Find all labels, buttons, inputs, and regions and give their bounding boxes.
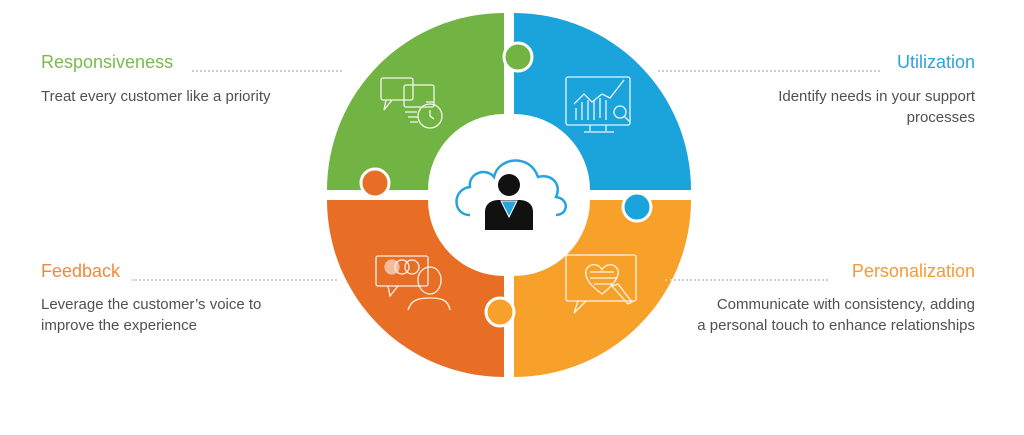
desc-line: Leverage the customer’s voice to	[41, 296, 262, 313]
desc-utilization: Identify needs in your support processes	[778, 86, 975, 128]
desc-line: Identify needs in your support	[778, 88, 975, 105]
desc-responsiveness: Treat every customer like a priority	[41, 86, 271, 107]
title-utilization: Utilization	[896, 52, 975, 72]
chat-stopwatch-icon	[380, 77, 443, 129]
desc-line: processes	[906, 109, 975, 126]
cloud-user-icon	[455, 159, 567, 230]
title-responsiveness: Responsiveness	[41, 52, 174, 72]
puzzle-knob	[484, 296, 516, 328]
desc-feedback: Leverage the customer’s voice to improve …	[41, 294, 261, 336]
divider-dots	[658, 70, 880, 72]
title-personalization: Personalization	[851, 261, 975, 281]
puzzle-piece-personalization	[514, 200, 691, 377]
rating-feedback-icon	[375, 255, 451, 311]
desc-line: improve the experience	[41, 317, 197, 334]
desc-line: Communicate with consistency, adding	[716, 296, 975, 313]
desc-personalization: Communicate with consistency, adding a pe…	[697, 294, 975, 336]
divider-dots	[665, 279, 828, 281]
puzzle-knob	[359, 167, 391, 199]
desc-line: a personal touch to enhance relationship…	[697, 317, 975, 334]
puzzle-knob	[621, 191, 653, 223]
puzzle-piece-responsiveness	[327, 13, 504, 190]
puzzle-piece-utilization	[514, 13, 691, 190]
title-feedback: Feedback	[41, 261, 121, 281]
desc-line: Treat every customer like a priority	[41, 88, 271, 105]
divider-dots	[132, 279, 337, 281]
puzzle-knob	[502, 41, 534, 73]
heart-message-pencil-icon	[565, 254, 637, 314]
monitor-chart-magnifier-icon	[565, 76, 631, 133]
puzzle-piece-feedback	[327, 200, 504, 377]
divider-dots	[192, 70, 342, 72]
